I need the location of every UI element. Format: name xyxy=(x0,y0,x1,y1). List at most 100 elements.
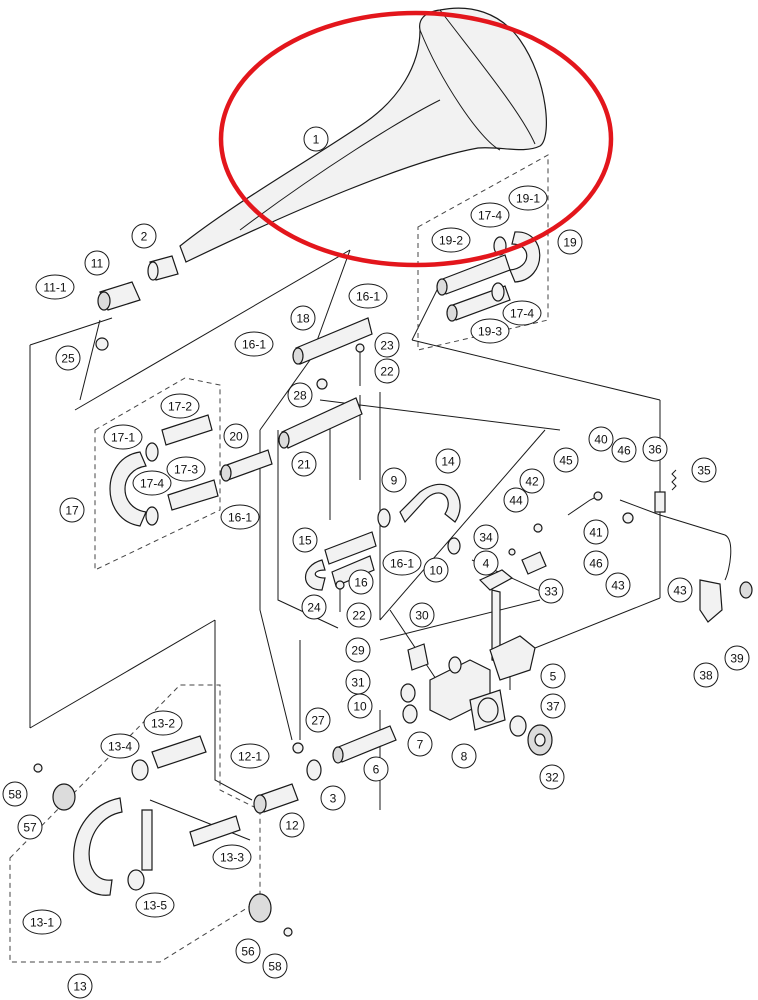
callout-text: 57 xyxy=(23,821,37,835)
callout-text: 40 xyxy=(594,433,608,447)
callout-4: 4 xyxy=(473,550,499,576)
callout-3: 3 xyxy=(320,785,346,811)
callout-22: 22 xyxy=(346,602,372,628)
callout-16-1: 16-1 xyxy=(220,504,260,530)
part-42-screw xyxy=(533,523,543,533)
part-6-tube xyxy=(332,725,397,764)
callout-25: 25 xyxy=(55,345,81,371)
callout-text: 16-1 xyxy=(356,290,380,304)
callout-46: 46 xyxy=(583,550,609,576)
callout-17-2: 17-2 xyxy=(160,393,200,419)
callout-text: 17-4 xyxy=(478,209,502,223)
callout-text: 17-1 xyxy=(111,431,135,445)
callout-15: 15 xyxy=(292,527,318,553)
callout-37: 37 xyxy=(540,693,566,719)
callout-text: 13-1 xyxy=(30,916,54,930)
callout-text: 22 xyxy=(352,609,366,623)
callout-34: 34 xyxy=(473,524,499,550)
callout-42: 42 xyxy=(519,468,545,494)
part-32-cap xyxy=(509,715,553,756)
callout-text: 17-3 xyxy=(174,463,198,477)
part-34-screw xyxy=(508,548,516,556)
part-10-ferrule xyxy=(448,656,462,674)
callout-text: 13-3 xyxy=(220,851,244,865)
callout-1: 1 xyxy=(303,126,329,152)
callout-text: 38 xyxy=(699,669,713,683)
callout-text: 15 xyxy=(298,534,312,548)
part-8-valve-block xyxy=(429,659,506,731)
callout-text: 32 xyxy=(545,771,559,785)
callout-39: 39 xyxy=(724,645,750,671)
callout-32: 32 xyxy=(539,764,565,790)
callout-text: 46 xyxy=(589,557,603,571)
callout-19-3: 19-3 xyxy=(470,318,510,344)
callout-43: 43 xyxy=(605,572,631,598)
callout-20: 20 xyxy=(223,423,249,449)
callout-text: 12-1 xyxy=(238,750,262,764)
callout-7: 7 xyxy=(407,731,433,757)
part-25-clip xyxy=(95,337,109,351)
callout-45: 45 xyxy=(553,447,579,473)
part-23-stay xyxy=(355,343,365,386)
callout-30: 30 xyxy=(409,602,435,628)
callout-text: 25 xyxy=(61,352,75,366)
callout-14: 14 xyxy=(435,448,461,474)
callout-44: 44 xyxy=(503,487,529,513)
callout-text: 14 xyxy=(441,455,455,469)
part-27-clip xyxy=(292,742,304,754)
part-28-clip xyxy=(316,378,328,390)
part-3-ferrule xyxy=(306,759,322,781)
callout-text: 8 xyxy=(461,750,468,764)
callout-31: 31 xyxy=(345,669,371,695)
part-19-crook xyxy=(436,231,541,322)
callout-text: 18 xyxy=(296,312,310,326)
callout-text: 41 xyxy=(589,526,603,540)
callout-13-5: 13-5 xyxy=(135,892,175,918)
callout-text: 39 xyxy=(730,652,744,666)
callout-text: 10 xyxy=(429,564,443,578)
callout-text: 33 xyxy=(544,585,558,599)
callout-text: 30 xyxy=(415,609,429,623)
group-box-17 xyxy=(94,377,221,571)
callout-text: 13-2 xyxy=(151,717,175,731)
callout-text: 2 xyxy=(141,230,148,244)
callout-11-1: 11-1 xyxy=(35,274,75,300)
callout-22: 22 xyxy=(374,358,400,384)
callout-33: 33 xyxy=(538,578,564,604)
callout-text: 42 xyxy=(525,475,539,489)
callout-text: 58 xyxy=(268,960,282,974)
callout-text: 27 xyxy=(311,714,325,728)
callout-text: 16-1 xyxy=(228,511,252,525)
callout-19-1: 19-1 xyxy=(508,185,548,211)
callout-text: 17-4 xyxy=(140,477,164,491)
callout-10: 10 xyxy=(423,557,449,583)
callout-text: 31 xyxy=(351,676,365,690)
part-33-guide xyxy=(521,551,547,575)
part-18-tube xyxy=(292,317,373,365)
callout-19: 19 xyxy=(557,229,583,255)
callout-43: 43 xyxy=(667,577,693,603)
callout-16-1: 16-1 xyxy=(348,283,388,309)
group-box-19 xyxy=(417,154,549,351)
callout-46: 46 xyxy=(611,437,637,463)
part-57-cap xyxy=(52,783,76,811)
callout-text: 36 xyxy=(648,443,662,457)
highlight-ellipse xyxy=(218,10,614,268)
callout-21: 21 xyxy=(291,451,317,477)
callout-16: 16 xyxy=(348,569,374,595)
callout-text: 16 xyxy=(354,576,368,590)
callout-text: 19-3 xyxy=(478,325,502,339)
callout-13-4: 13-4 xyxy=(100,733,140,759)
part-4-valve xyxy=(478,569,536,681)
callout-24: 24 xyxy=(301,594,327,620)
callout-19-2: 19-2 xyxy=(431,227,471,253)
callout-text: 56 xyxy=(241,945,255,959)
callout-17-3: 17-3 xyxy=(166,456,206,482)
callout-36: 36 xyxy=(642,436,668,462)
part-38-lever xyxy=(699,579,723,623)
part-36-rod xyxy=(619,491,732,581)
part-17-crook xyxy=(109,414,219,527)
part-13-crook xyxy=(73,735,241,896)
callout-text: 9 xyxy=(391,474,398,488)
